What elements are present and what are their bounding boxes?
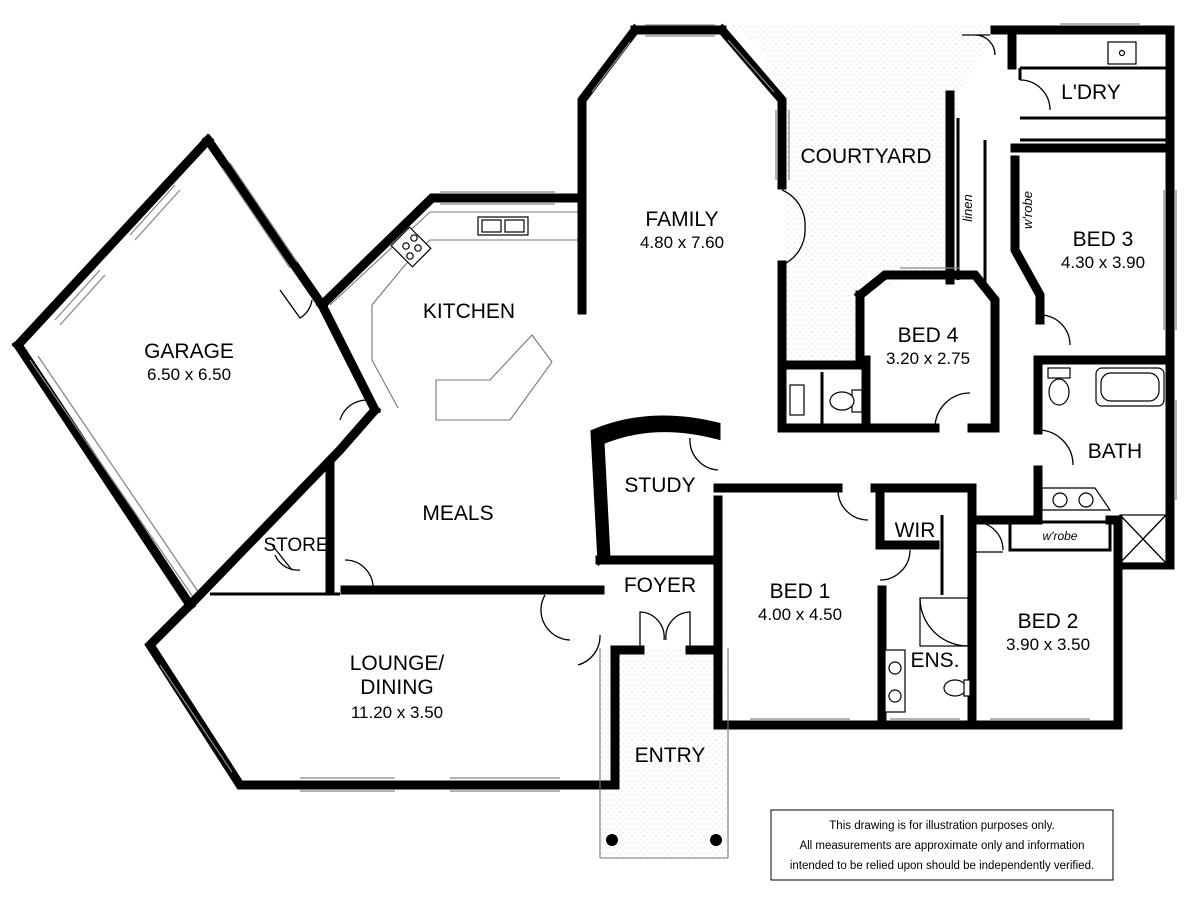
disclaimer-line3: intended to be relied upon should be ind… [790, 860, 1094, 872]
bed2-label: BED 2 [1018, 610, 1079, 633]
disclaimer-line2: All measurements are approximate only an… [799, 840, 1084, 852]
wc-fixtures [789, 384, 863, 416]
laundry-door[interactable] [1019, 79, 1051, 111]
meals-label: MEALS [422, 502, 493, 525]
kitchen-island [435, 334, 553, 421]
courtyard-paving [730, 25, 1000, 360]
porch-post-right [710, 834, 722, 846]
cooktop-icon [390, 226, 432, 268]
kitchen-label: KITCHEN [423, 300, 515, 323]
bed3-door[interactable] [1039, 314, 1071, 346]
bed1-door[interactable] [837, 489, 869, 521]
bath-vanity-icon [1041, 487, 1112, 511]
bed1-walls [713, 483, 1123, 730]
wir-door[interactable] [879, 549, 911, 581]
porch-post-left [606, 834, 618, 846]
entry-porch [599, 648, 729, 859]
bed1-label: BED 1 [770, 580, 831, 603]
shower-icon [1119, 514, 1167, 564]
courtyard-label: COURTYARD [800, 145, 931, 168]
bed4-walls [777, 267, 1000, 433]
entry-label: ENTRY [635, 744, 706, 767]
bed3-robe-label: w'robe [1020, 191, 1035, 229]
kitchen-bench [329, 211, 586, 409]
lounge-label-line1: LOUNGE/ [350, 652, 445, 675]
laundry-label: L'DRY [1061, 81, 1121, 104]
bed2-door[interactable] [974, 521, 1004, 553]
east-wing-walls [945, 23, 1177, 570]
bath-label: BATH [1088, 440, 1142, 463]
linen-label: linen [960, 194, 975, 221]
garage-door[interactable] [279, 289, 313, 319]
entry-paving [600, 648, 728, 858]
bath-toilet-icon [1047, 367, 1071, 406]
ensuite-fixtures [884, 597, 971, 713]
meals-lounge-door[interactable] [540, 594, 601, 666]
study-label: STUDY [624, 474, 695, 497]
family-label: FAMILY [645, 208, 718, 231]
bed4-size: 3.20 x 2.75 [886, 349, 970, 368]
family-courtyard-door[interactable] [781, 189, 806, 266]
bed2-size: 3.90 x 3.50 [1006, 635, 1090, 654]
garage-walls [11, 133, 329, 612]
garage-label: GARAGE [144, 340, 234, 363]
meals-walls [144, 403, 723, 792]
front-door[interactable] [639, 611, 691, 648]
store-door[interactable] [271, 544, 301, 571]
lounge-size: 11.20 x 3.50 [351, 703, 443, 722]
bed3-label: BED 3 [1073, 228, 1134, 251]
study-walls [590, 415, 723, 645]
bed2-robe-label: w'robe [1043, 529, 1078, 543]
bed4-label: BED 4 [898, 324, 959, 347]
foyer-label: FOYER [624, 574, 696, 597]
store-label: STORE [263, 535, 328, 556]
bed1-size: 4.00 x 4.50 [758, 605, 842, 624]
garage-size: 6.50 x 6.50 [147, 365, 231, 384]
bed3-size: 4.30 x 3.90 [1061, 253, 1145, 272]
lounge-label-line2: DINING [360, 676, 434, 699]
family-size: 4.80 x 7.60 [640, 233, 724, 252]
lounge-door[interactable] [344, 559, 374, 591]
ensuite-label: ENS. [910, 649, 959, 672]
study-door[interactable] [689, 437, 719, 471]
courtyard-door[interactable] [962, 34, 996, 56]
disclaimer-line1: This drawing is for illustration purpose… [829, 820, 1054, 832]
disclaimer-box: This drawing is for illustration purpose… [770, 809, 1114, 881]
wir-label: WIR [895, 519, 936, 542]
bath-door[interactable] [1037, 429, 1074, 466]
bed4-door[interactable] [934, 392, 971, 429]
garage-meals-door[interactable] [339, 399, 367, 421]
